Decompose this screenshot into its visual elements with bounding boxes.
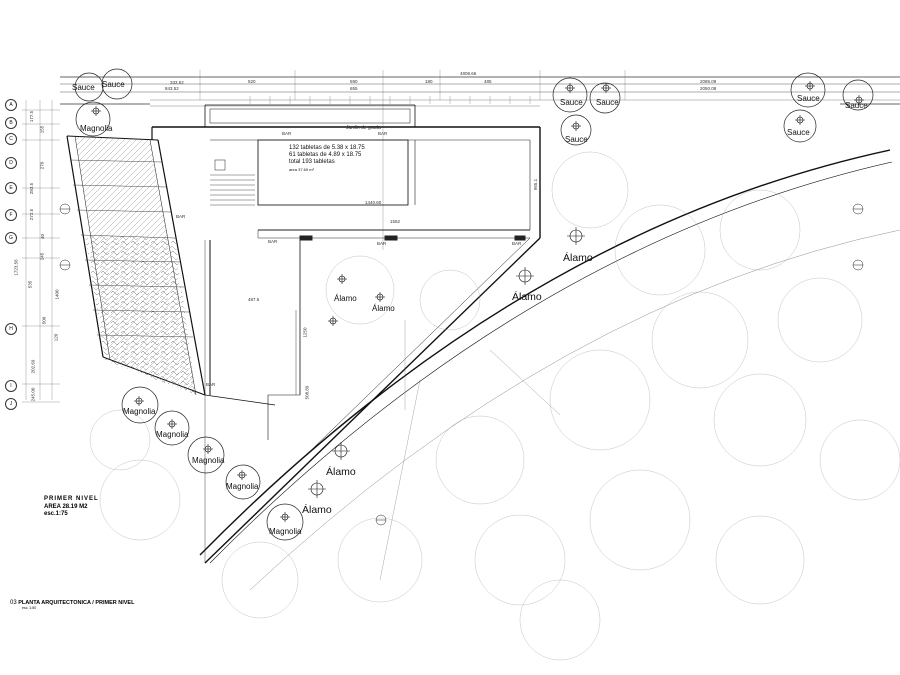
ground-arcs <box>199 149 900 591</box>
dim-inner-5: 965.1 <box>533 178 539 191</box>
sauce-label-6: Sauce <box>797 94 820 103</box>
level-title: PRIMER NIVEL <box>44 496 99 502</box>
title-block: PRIMER NIVEL AREA 28.19 M2 esc.1:75 <box>44 496 99 519</box>
bar-label-6: BAR <box>176 214 186 219</box>
grid-axis-i: I <box>5 380 17 392</box>
bar-label-4: BAR <box>377 241 387 246</box>
leader-lines <box>379 320 561 581</box>
dim-top-8: 4808.66 <box>460 71 477 76</box>
dim-inner-6: 508.89 <box>304 385 310 400</box>
dim-left-3: 270 <box>39 161 45 170</box>
dim-left-9: 535 <box>27 280 33 289</box>
section-markers <box>59 203 864 526</box>
sauce-label-5: Sauce <box>565 135 588 144</box>
tablet-note-line3: total 193 tabletas <box>289 159 335 165</box>
sauce-trees <box>74 68 874 146</box>
magnolia-trees <box>75 101 304 541</box>
magnolia-label-4: Magnolia <box>192 456 225 465</box>
tablet-note: 132 tabletas de 5.38 x 18.75 61 tabletas… <box>289 145 365 173</box>
grid-axis-f: F <box>5 209 17 221</box>
grid-axis-d: D <box>5 157 17 169</box>
dim-top-2: 843.52 <box>165 86 179 91</box>
dim-inner-4: 1440.60 <box>365 200 382 205</box>
sheet-caption-small: esc. 1:50 <box>22 606 37 610</box>
left-dimension-lines <box>22 100 60 403</box>
sauce-label-2: Sauce <box>102 80 125 89</box>
alamo-label-5: Álamo <box>326 466 356 478</box>
dim-top-6: 180 <box>425 79 433 84</box>
alamo-label-2: Álamo <box>512 291 542 303</box>
dim-inner-3: 1250 <box>302 327 308 338</box>
tablet-deck <box>210 139 531 241</box>
grid-axis-e: E <box>5 182 17 194</box>
tablet-note-line1: 132 tabletas de 5.38 x 18.75 <box>289 145 365 151</box>
dim-top-10: 2050.08 <box>700 86 717 91</box>
magnolia-label-1: Magnolia <box>80 124 113 133</box>
sheet-number: 03 <box>10 600 17 606</box>
dim-left-11: 120 <box>53 333 59 342</box>
dim-left-13: 202.69 <box>30 359 36 374</box>
grid-axis-g: G <box>5 232 17 244</box>
dim-left-4: 283.5 <box>29 182 35 195</box>
grid-axis-b: B <box>5 117 17 129</box>
bar-label-1: BAR <box>282 131 292 136</box>
grid-axis-c: C <box>5 133 17 145</box>
planting-foliage <box>85 235 196 395</box>
bar-label-7: BAR <box>206 382 216 387</box>
grid-axis-j: J <box>5 398 17 410</box>
bar-label-5: BAR <box>512 241 522 246</box>
dimension-ticks <box>199 70 626 250</box>
sheet-caption: 03 PLANTA ARQUITECTONICA / PRIMER NIVEL … <box>10 600 134 610</box>
magnolia-label-3: Magnolia <box>156 430 189 439</box>
dim-top-7: 485 <box>484 79 492 84</box>
planting-bands <box>69 159 194 338</box>
jardin-label: Jardin de grada <box>346 125 381 131</box>
dim-top-9: 2085.09 <box>700 79 717 84</box>
magnolia-label-2: Magnolia <box>123 407 156 416</box>
sheet-caption-text: PLANTA ARQUITECTONICA / PRIMER NIVEL <box>18 600 135 606</box>
dim-left-14: 245.00 <box>30 387 36 402</box>
sauce-label-4: Sauce <box>596 98 619 107</box>
scale-label: esc.1:75 <box>44 511 68 517</box>
dim-left-12: 500 <box>41 316 47 325</box>
grid-axis-a: A <box>5 99 17 111</box>
dim-left-10: 1400 <box>54 289 60 300</box>
alamo-label-4: Álamo <box>372 304 395 313</box>
dim-left-5: 272.5 <box>29 208 35 221</box>
property-lines <box>60 76 900 107</box>
dim-top-3: 520 <box>248 79 256 84</box>
sauce-label-7: Sauce <box>845 101 868 110</box>
sauce-label-8: Sauce <box>787 128 810 137</box>
dim-top-4: 590 <box>350 79 358 84</box>
alamo-label-1: Álamo <box>563 252 593 264</box>
grid-axis-h: H <box>5 323 17 335</box>
dim-top-5: 655 <box>350 86 358 91</box>
tree-markers <box>91 81 864 522</box>
alamo-label-3: Álamo <box>334 294 357 303</box>
sauce-label-1: Sauce <box>72 83 95 92</box>
dim-inner-1: 1562 <box>390 219 401 224</box>
tablet-note-line4: area 37.69 m² <box>289 167 314 172</box>
magnolia-label-6: Magnolia <box>269 527 302 536</box>
magnolia-label-5: Magnolia <box>226 482 259 491</box>
dim-left-2: 155 <box>39 125 45 134</box>
dim-left-7: 245 <box>39 252 45 261</box>
dim-left-8: 1723.56 <box>13 259 19 276</box>
alamo-label-6: Álamo <box>302 504 332 516</box>
landscape-canopies <box>89 151 900 661</box>
dim-inner-2: 487.5 <box>248 297 260 302</box>
tablet-note-line2: 61 tabletas de 4.89 x 18.75 <box>289 152 362 158</box>
dim-left-6: 40 <box>40 233 46 240</box>
area-label: AREA 28.19 M2 <box>44 503 88 510</box>
dim-top-1: 333.52 <box>170 80 184 85</box>
bar-label-3: BAR <box>268 239 278 244</box>
sauce-label-3: Sauce <box>560 98 583 107</box>
dim-left-1: 177.5 <box>29 110 35 123</box>
bar-label-2: BAR <box>378 131 388 136</box>
